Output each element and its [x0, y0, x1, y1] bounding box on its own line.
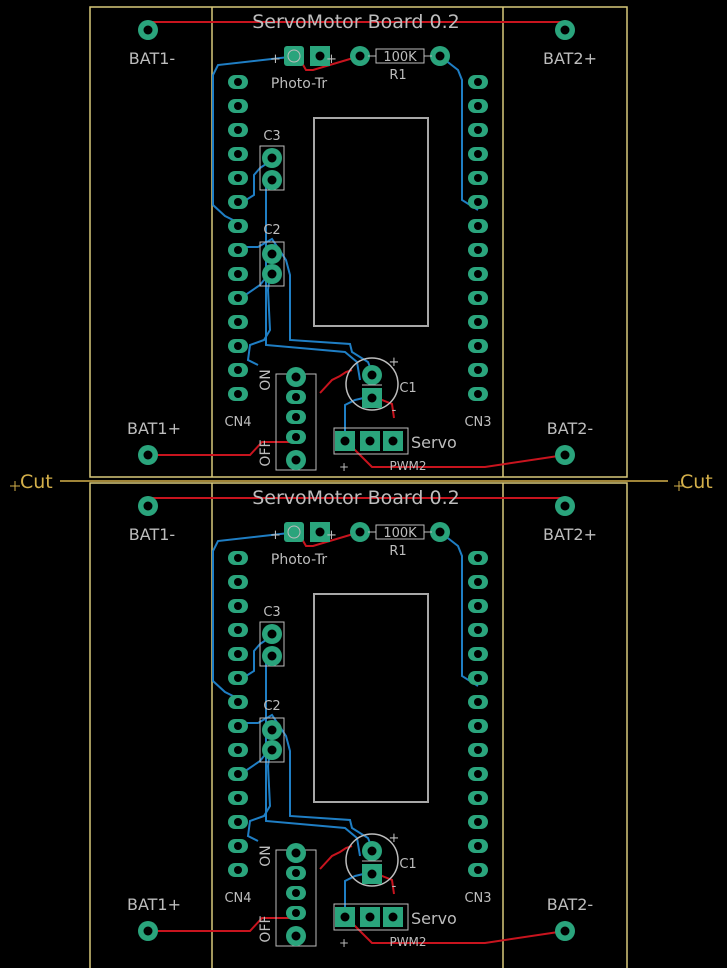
cn4-label: CN4 [224, 891, 251, 906]
servo-connector [333, 427, 409, 455]
board-outline [89, 6, 628, 478]
bat2-plus-label: BAT2+ [543, 49, 597, 68]
cn4-header [228, 75, 248, 401]
photo-tr-plus-right: + [326, 528, 337, 543]
board-bottom: ServoMotor Board 0.2 BAT1- BAT2+ BAT1+ B… [89, 482, 628, 968]
bat1-minus-pad [138, 20, 158, 40]
bat1-plus-label: BAT1+ [127, 419, 181, 438]
bat2-plus-pad [555, 496, 575, 516]
c1-plus-label: + [389, 355, 400, 370]
switch-off-label: OFF [258, 915, 274, 942]
resistor-r1 [350, 46, 450, 66]
c2-label: C2 [263, 699, 280, 714]
cut-marker-right [674, 481, 684, 491]
c2-label: C2 [263, 223, 280, 238]
c1-plus-label: + [389, 831, 400, 846]
servo-connector [333, 903, 409, 931]
c1-label: C1 [399, 381, 416, 396]
resistor-name-label: R1 [389, 544, 406, 559]
servo-plus-label: + [339, 460, 349, 474]
cn3-header [468, 551, 488, 877]
cn4-header [228, 551, 248, 877]
servo-label: Servo [411, 909, 457, 928]
capacitor-c2 [259, 241, 285, 287]
cut-label-right: Cut [680, 471, 713, 493]
resistor-value-label: 100K [383, 526, 417, 541]
photo-tr-plus-left: + [270, 528, 281, 543]
cut-marker-left [10, 481, 20, 491]
bat2-plus-pad [555, 20, 575, 40]
capacitor-c3 [259, 621, 285, 667]
photo-transistor [284, 522, 330, 542]
c3-label: C3 [263, 129, 280, 144]
board-title: ServoMotor Board 0.2 [252, 487, 459, 509]
bat2-minus-pad [555, 445, 575, 465]
photo-tr-label: Photo-Tr [271, 552, 327, 568]
bat1-minus-label: BAT1- [129, 525, 175, 544]
cn3-header [468, 75, 488, 401]
photo-tr-plus-right: + [326, 52, 337, 67]
pwm2-label: PWM2 [389, 935, 426, 949]
bat1-minus-label: BAT1- [129, 49, 175, 68]
bat2-minus-label: BAT2- [547, 419, 593, 438]
photo-tr-plus-left: + [270, 52, 281, 67]
resistor-name-label: R1 [389, 68, 406, 83]
board-outline [89, 482, 628, 968]
servo-minus-label: - [392, 879, 397, 894]
photo-transistor [284, 46, 330, 66]
bat1-plus-pad [138, 921, 158, 941]
cn3-label: CN3 [464, 415, 491, 430]
photo-tr-label: Photo-Tr [271, 76, 327, 92]
cn3-label: CN3 [464, 891, 491, 906]
switch-on-label: ON [258, 845, 274, 867]
bat2-minus-label: BAT2- [547, 895, 593, 914]
pwm2-label: PWM2 [389, 459, 426, 473]
capacitor-c3 [259, 145, 285, 191]
bat1-minus-pad [138, 496, 158, 516]
module-outline [313, 117, 429, 327]
bat2-minus-pad [555, 921, 575, 941]
servo-plus-label: + [339, 936, 349, 950]
bat1-plus-pad [138, 445, 158, 465]
capacitor-c1 [345, 357, 399, 411]
switch [275, 843, 317, 947]
board-top: ServoMotor Board 0.2 BAT1- BAT2+ BAT1+ B… [89, 6, 628, 478]
servo-minus-label: - [392, 403, 397, 418]
servo-label: Servo [411, 433, 457, 452]
capacitor-c1 [345, 833, 399, 887]
bat1-plus-label: BAT1+ [127, 895, 181, 914]
resistor-value-label: 100K [383, 50, 417, 65]
c3-label: C3 [263, 605, 280, 620]
switch-off-label: OFF [258, 439, 274, 466]
module-outline [313, 593, 429, 803]
capacitor-c2 [259, 717, 285, 763]
switch [275, 367, 317, 471]
resistor-r1 [350, 522, 450, 542]
board-title: ServoMotor Board 0.2 [252, 11, 459, 33]
cn4-label: CN4 [224, 415, 251, 430]
switch-on-label: ON [258, 369, 274, 391]
bat2-plus-label: BAT2+ [543, 525, 597, 544]
c1-label: C1 [399, 857, 416, 872]
cut-label-left: Cut [20, 471, 53, 493]
